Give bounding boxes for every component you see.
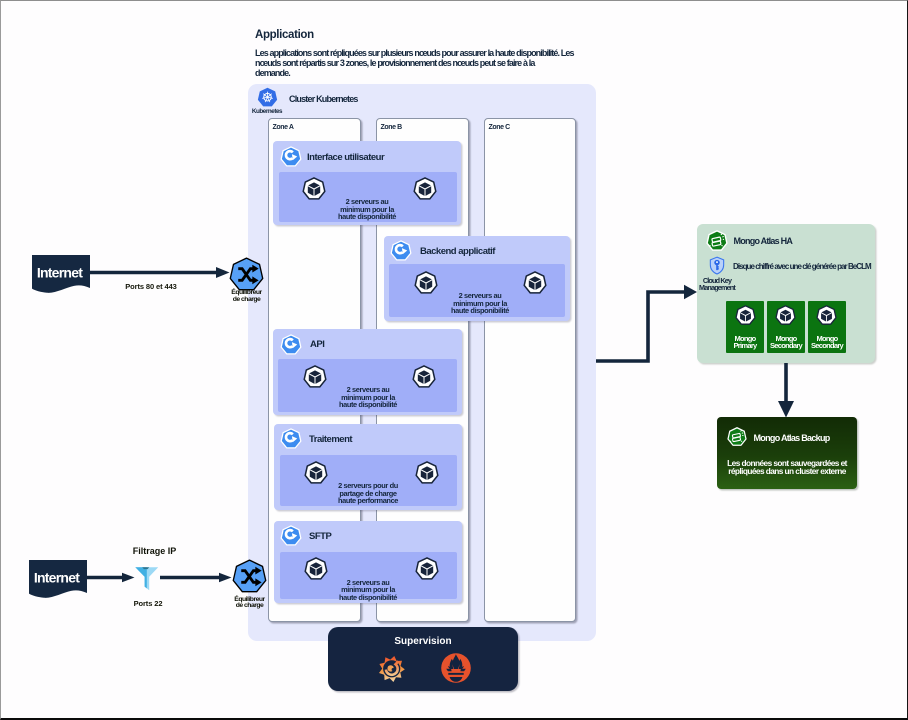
- svg-text:Internet: Internet: [37, 265, 83, 281]
- svg-text:Internet: Internet: [34, 570, 80, 586]
